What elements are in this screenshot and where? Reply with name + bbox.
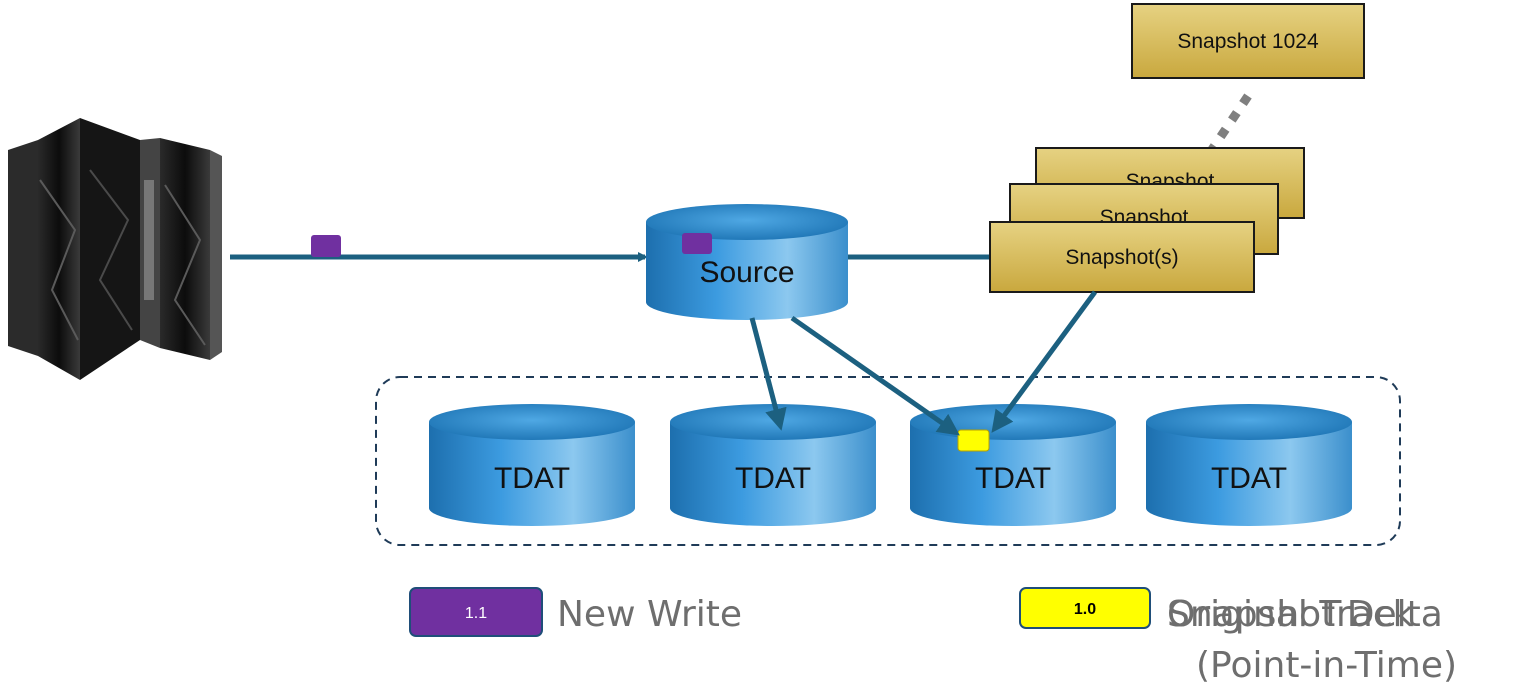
tdat-cylinder-1: TDAT bbox=[429, 404, 635, 526]
legend-snapshot-delta-label: Snapshot Delta bbox=[1167, 594, 1443, 635]
tdat-label-1: TDAT bbox=[494, 462, 570, 495]
legend-original-track-label: Original Track bbox=[1167, 594, 1414, 635]
tdat-label-4: TDAT bbox=[1211, 462, 1287, 495]
snapshot-front-label: Snapshot(s) bbox=[1065, 246, 1178, 269]
tdat-cylinder-2: TDAT bbox=[670, 404, 876, 526]
original-track-block bbox=[957, 429, 990, 452]
legend-new-write-badge-text: 1.1 bbox=[465, 605, 487, 622]
tdat-cylinder-4: TDAT bbox=[1146, 404, 1352, 526]
snapshot-stack: Snapshot Snapshot Snapshot(s) bbox=[989, 147, 1305, 293]
tdat-pool-outline bbox=[375, 376, 1401, 546]
snapshot-1024-label: Snapshot 1024 bbox=[1177, 30, 1319, 53]
legend-original-track-badge-text: 1.0 bbox=[1074, 601, 1096, 618]
source-to-tdat3-arrow bbox=[790, 315, 960, 436]
tdat-label-2: TDAT bbox=[735, 462, 811, 495]
snapshot-1024-box bbox=[1131, 3, 1365, 79]
snapshot-front-box bbox=[989, 221, 1255, 293]
source-to-tdat2-arrow bbox=[749, 317, 787, 431]
tdat-label-3: TDAT bbox=[975, 462, 1051, 495]
legend-point-in-time-label: (Point-in-Time) bbox=[1196, 645, 1457, 686]
source-write-block bbox=[682, 233, 712, 254]
legend-new-write-label: New Write bbox=[557, 594, 742, 635]
legend-original-track: 1.0 Original Track Snapshot Delta (Point… bbox=[1019, 587, 1457, 686]
mainframe-server-icon bbox=[8, 118, 222, 380]
source-cylinder: Source bbox=[646, 204, 848, 320]
new-write-block bbox=[311, 235, 341, 257]
source-label: Source bbox=[699, 256, 794, 289]
legend-original-track-badge bbox=[1019, 587, 1151, 629]
snapshot-to-tdat3-arrow bbox=[991, 290, 1098, 433]
legend-new-write: 1.1 New Write bbox=[409, 587, 742, 637]
legend-new-write-badge bbox=[409, 587, 543, 637]
